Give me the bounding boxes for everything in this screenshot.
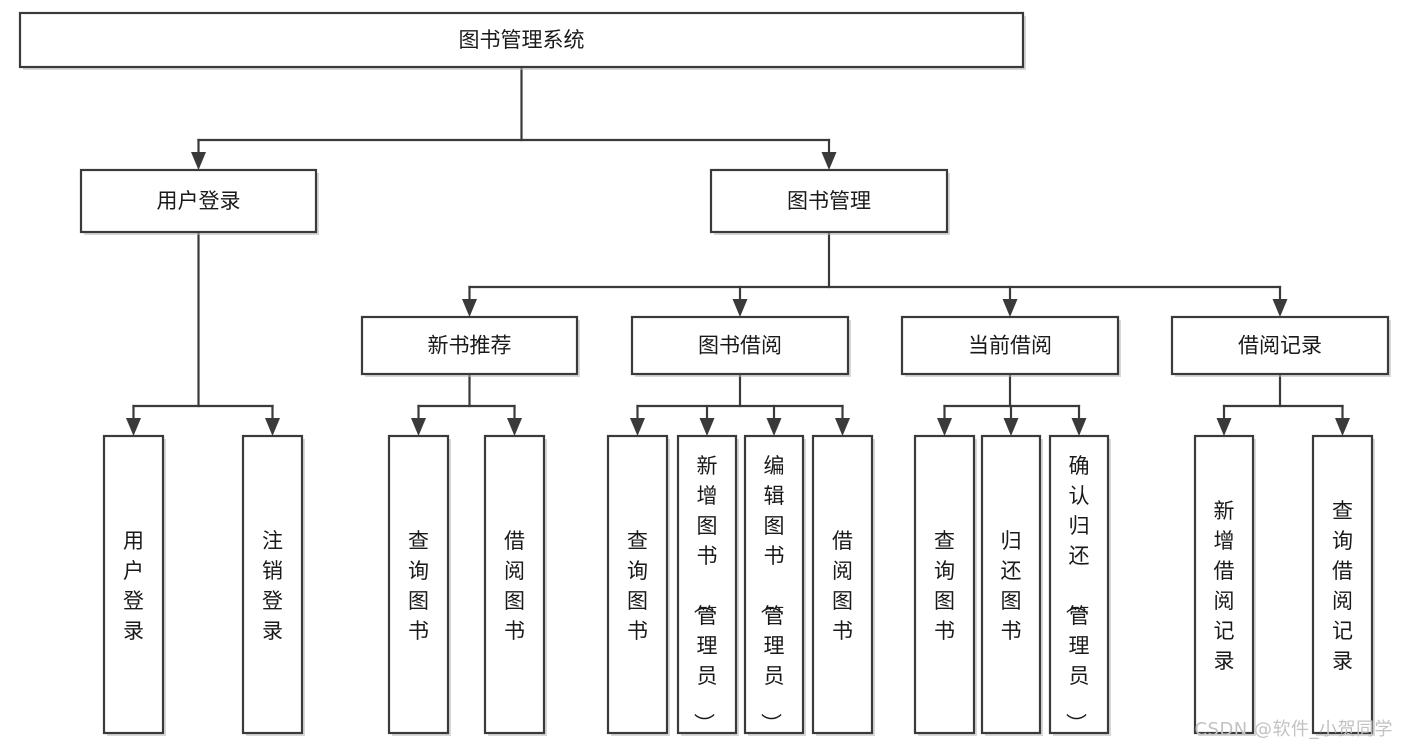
node-box[interactable] — [1311, 434, 1374, 735]
arrowhead-icon — [1335, 418, 1350, 436]
arrowhead-icon — [821, 152, 837, 170]
node-label: 借阅图书 — [832, 529, 853, 643]
node-leaf-rec-add[interactable]: 新增借阅记录 — [1193, 434, 1256, 736]
arrowhead-icon — [507, 418, 522, 436]
node-label: 新增借阅记录 — [1214, 499, 1235, 673]
arrowhead-icon — [462, 299, 477, 317]
node-n-record[interactable]: 借阅记录 — [1170, 315, 1391, 377]
node-leaf-user-login[interactable]: 用户登录 — [102, 434, 166, 736]
node-box[interactable] — [913, 434, 976, 735]
node-box[interactable] — [1048, 434, 1110, 735]
node-label: 新增图书（管理员） — [692, 454, 718, 734]
node-label: 新书推荐 — [428, 334, 512, 358]
node-box[interactable] — [241, 434, 304, 735]
node-leaf-bk-query[interactable]: 查询图书 — [606, 434, 670, 736]
node-label: 当前借阅 — [968, 334, 1052, 358]
node-n-borrow[interactable]: 图书借阅 — [630, 315, 851, 377]
arrowhead-icon — [1216, 418, 1232, 436]
arrowhead-icon — [411, 418, 426, 436]
node-label: 查询借阅记录 — [1332, 499, 1353, 673]
node-box[interactable] — [811, 434, 874, 735]
node-n-user-login[interactable]: 用户登录 — [79, 168, 319, 235]
node-leaf-bk-edit[interactable]: 编辑图书（管理员） — [743, 434, 806, 736]
node-box[interactable] — [606, 434, 669, 735]
node-root[interactable]: 图书管理系统 — [18, 11, 1026, 70]
node-box[interactable] — [900, 315, 1120, 376]
node-box[interactable] — [676, 434, 738, 735]
node-layer: 图书管理系统用户登录图书管理新书推荐图书借阅当前借阅借阅记录用户登录注销登录查询… — [18, 11, 1391, 736]
arrowhead-icon — [1071, 418, 1087, 436]
node-n-book-mgmt[interactable]: 图书管理 — [709, 168, 950, 235]
arrowhead-icon — [1272, 299, 1288, 317]
node-box[interactable] — [743, 434, 805, 735]
node-box[interactable] — [360, 315, 579, 376]
node-leaf-logout[interactable]: 注销登录 — [241, 434, 305, 736]
node-box[interactable] — [102, 434, 165, 735]
arrowhead-icon — [1003, 418, 1019, 436]
arrowhead-icon — [766, 418, 782, 436]
arrowhead-icon — [191, 152, 206, 170]
node-leaf-cur-query[interactable]: 查询图书 — [913, 434, 977, 736]
arrowhead-icon — [1002, 299, 1018, 317]
arrowhead-icon — [835, 418, 850, 436]
arrowhead-icon — [732, 299, 748, 317]
node-box[interactable] — [387, 434, 450, 735]
arrowhead-icon — [630, 418, 645, 436]
node-leaf-rec-query[interactable]: 查询借阅记录 — [1311, 434, 1375, 736]
node-label: 编辑图书（管理员） — [759, 454, 785, 734]
arrowhead-icon — [265, 418, 280, 436]
node-leaf-nb-query[interactable]: 查询图书 — [387, 434, 451, 736]
node-label: 确认归还（管理员） — [1064, 454, 1090, 734]
node-leaf-cur-return[interactable]: 归还图书 — [980, 434, 1043, 736]
node-leaf-nb-borrow[interactable]: 借阅图书 — [483, 434, 547, 736]
node-box[interactable] — [18, 11, 1025, 69]
node-box[interactable] — [483, 434, 546, 735]
edge-layer — [126, 65, 1350, 436]
node-box[interactable] — [709, 168, 949, 234]
node-n-current[interactable]: 当前借阅 — [900, 315, 1121, 377]
node-leaf-bk-borrow[interactable]: 借阅图书 — [811, 434, 875, 736]
node-label: 图书借阅 — [698, 334, 782, 358]
node-label: 归还图书 — [1001, 529, 1022, 643]
arrowhead-icon — [126, 418, 141, 436]
arrowhead-icon — [937, 418, 952, 436]
node-box[interactable] — [980, 434, 1042, 735]
node-box[interactable] — [630, 315, 850, 376]
watermark-text: CSDN @软件_小贺同学 — [1194, 719, 1393, 740]
node-box[interactable] — [79, 168, 318, 234]
node-label: 借阅记录 — [1238, 334, 1322, 358]
node-label: 查询图书 — [627, 529, 648, 643]
node-label: 用户登录 — [123, 529, 144, 643]
node-leaf-bk-add[interactable]: 新增图书（管理员） — [676, 434, 739, 736]
node-label: 注销登录 — [262, 529, 283, 643]
node-label: 用户登录 — [157, 189, 241, 213]
node-label: 查询图书 — [408, 529, 429, 643]
node-n-new-book[interactable]: 新书推荐 — [360, 315, 580, 377]
node-box[interactable] — [1170, 315, 1390, 376]
node-label: 图书管理系统 — [459, 28, 585, 52]
node-label: 借阅图书 — [504, 529, 525, 643]
node-box[interactable] — [1193, 434, 1255, 735]
node-leaf-cur-confirm[interactable]: 确认归还（管理员） — [1048, 434, 1111, 736]
node-label: 图书管理 — [787, 189, 871, 213]
node-label: 查询图书 — [934, 529, 955, 643]
arrowhead-icon — [699, 418, 715, 436]
